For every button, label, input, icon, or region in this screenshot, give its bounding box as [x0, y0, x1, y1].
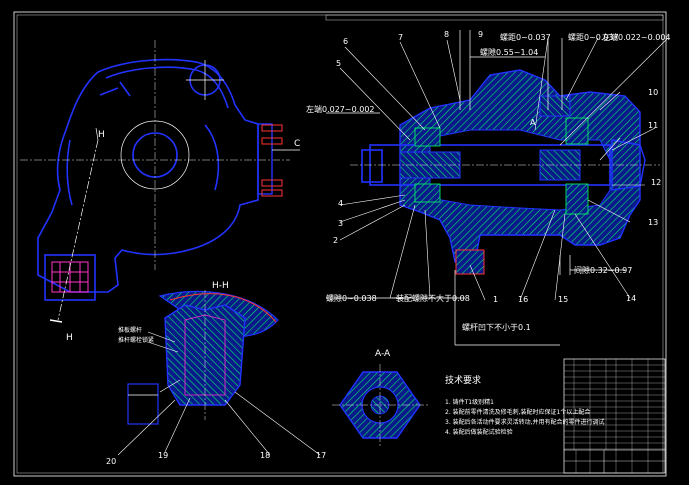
requirement-1: 1. 铸件T1级别精1	[445, 398, 494, 406]
note-bottom-2: 装配螺隙不大于0.08	[396, 293, 470, 303]
note-tol-top-2: 螺距0~0.037	[568, 32, 619, 42]
note-tol-top-1: 螺距0~0.037	[500, 32, 551, 42]
balloon-16: 16	[518, 295, 528, 304]
section-mark-h-top: H	[98, 130, 105, 140]
note-left-end: 左端0.027~0.002	[306, 104, 375, 114]
balloon-4: 4	[338, 199, 343, 208]
requirements-title: 技术要求	[445, 374, 481, 386]
note-clearance: 螺隙0.55~1.04	[480, 47, 538, 57]
balloon-11: 11	[648, 121, 658, 130]
balloon-13: 13	[648, 218, 658, 227]
balloon-18: 18	[260, 451, 270, 460]
balloon-12: 12	[651, 178, 661, 187]
balloon-19: 19	[158, 451, 168, 460]
section-title-hh: H-H	[212, 281, 229, 291]
balloon-7: 7	[398, 33, 403, 42]
requirement-4: 4. 装配后做装配试验检验	[445, 428, 513, 436]
section-aa: A-A	[332, 349, 428, 446]
view-mark-a: A	[530, 118, 536, 127]
drawing-frame	[13, 11, 667, 477]
balloon-3: 3	[338, 219, 343, 228]
note-bottom-3: 螺杆凹下不小于0.1	[462, 322, 531, 332]
balloon-8: 8	[444, 30, 449, 39]
requirement-3: 3. 装配后各活动件要求灵活转动,并用有配合的零件进行调试	[445, 418, 605, 426]
requirement-2: 2. 装配前零件清洗及修毛刺,装配时应保证1个以上配合	[445, 408, 590, 416]
balloon-15: 15	[558, 295, 568, 304]
dimension-notes: 螺距0~0.037 螺距0~0.037 左端0.022~0.004 螺隙0.55…	[306, 32, 671, 332]
section-mark-h-bottom: H	[66, 333, 73, 343]
main-balloons: 6 5 7 8 9 10 11 12 13 14 15 16 1 2 3 4	[333, 30, 661, 304]
note-tol-top-3: 左端0.022~0.004	[602, 32, 671, 42]
balloon-17: 17	[316, 451, 326, 460]
balloon-2: 2	[333, 236, 338, 245]
balloon-9: 9	[478, 30, 483, 39]
note-left-small-2: 推杆螺栓锁紧	[118, 336, 154, 344]
main-section	[326, 30, 660, 346]
balloon-5: 5	[336, 59, 341, 68]
view-mark-c: C	[294, 139, 300, 149]
balloon-20: 20	[106, 457, 116, 466]
note-left-small-1: 推板螺杆	[118, 326, 142, 334]
leader-lines	[339, 37, 669, 301]
title-block	[563, 358, 666, 474]
balloon-10: 10	[648, 88, 658, 97]
note-bottom-1: 螺隙0~0.038	[326, 293, 377, 303]
technical-requirements: 技术要求 1. 铸件T1级别精1 2. 装配前零件清洗及修毛刺,装配时应保证1个…	[445, 374, 605, 436]
section-title-aa: A-A	[375, 349, 391, 359]
balloon-14: 14	[626, 294, 636, 303]
section-hh: H-H 推板螺杆 推杆螺栓锁紧 20 19 18 17	[106, 281, 326, 466]
housing-view: H H C	[20, 40, 300, 343]
balloon-1: 1	[493, 295, 498, 304]
note-right-gap: 间隙0.32~0.97	[574, 265, 632, 275]
balloon-6: 6	[343, 37, 348, 46]
